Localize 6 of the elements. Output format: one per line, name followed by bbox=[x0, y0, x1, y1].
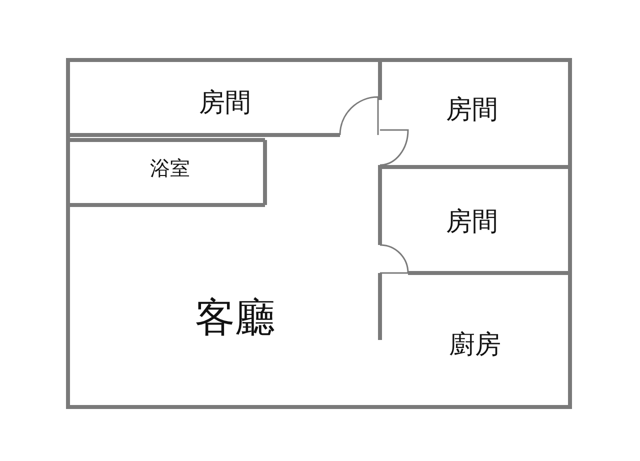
room-label: 浴室 bbox=[150, 158, 190, 178]
room-label: 房間 bbox=[446, 97, 498, 123]
room-label: 房間 bbox=[446, 209, 498, 235]
room-label: 廚房 bbox=[449, 332, 501, 358]
room-label: 房間 bbox=[199, 90, 251, 116]
room-label: 客廳 bbox=[195, 298, 275, 338]
